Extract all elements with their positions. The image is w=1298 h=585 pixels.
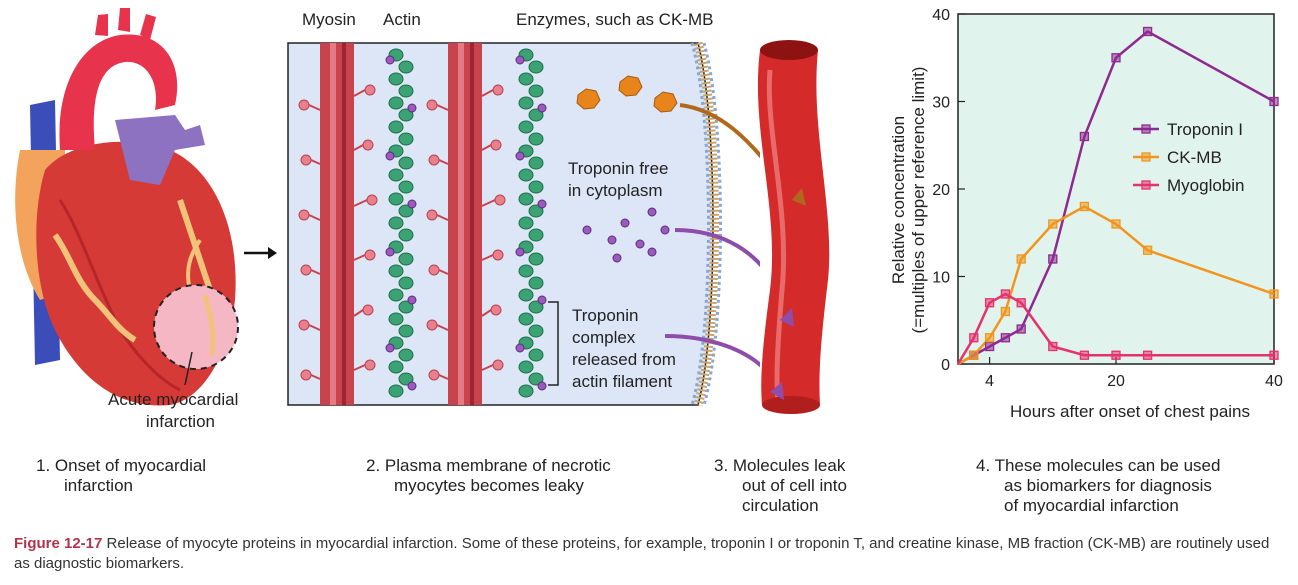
ckmb-molecules	[576, 75, 678, 113]
data-point	[1269, 350, 1279, 360]
data-point	[984, 341, 995, 352]
x-tick-label: 20	[1107, 373, 1125, 390]
data-point	[1142, 350, 1153, 360]
y-tick-label: 40	[932, 7, 950, 24]
legend-swatch-marker	[1141, 152, 1151, 162]
enzymes-label: Enzymes, such as CK-MB	[516, 10, 714, 29]
data-point	[1079, 201, 1090, 212]
troponin-complex-line4: actin filament	[572, 372, 673, 391]
actin-label: Actin	[383, 10, 421, 29]
right-arrow-icon	[244, 247, 277, 259]
data-point	[1048, 254, 1058, 264]
free-troponin-molecules	[582, 207, 670, 263]
cell-illustration	[287, 41, 760, 407]
legend-label: Troponin I	[1167, 120, 1243, 139]
series-line-2	[956, 292, 1274, 365]
legend-swatch-marker	[1141, 180, 1151, 190]
blood-vessel	[757, 40, 830, 414]
troponin-complex-line2: complex	[572, 328, 636, 347]
enzyme-arrow	[679, 103, 760, 159]
data-point	[1016, 298, 1026, 308]
step-1: 1. Onset of myocardial infarction	[36, 456, 206, 496]
data-point	[984, 333, 995, 343]
step-4-line1: 4. These molecules can be used	[976, 456, 1221, 475]
data-point	[969, 350, 979, 360]
y-axis-label-line2: (=multiples of upper reference limit)	[909, 67, 928, 334]
troponin-complex-line1: Troponin	[572, 306, 639, 325]
legend-label: Myoglobin	[1167, 176, 1245, 195]
step-1-line2: infarction	[64, 476, 133, 495]
myosin-filament-1	[320, 43, 354, 405]
data-point	[1016, 254, 1026, 264]
heart-illustration	[15, 8, 239, 406]
x-tick-label: 40	[1265, 373, 1283, 390]
chart-legend: Troponin I CK-MB Myoglobin	[1133, 120, 1245, 195]
legend-label: CK-MB	[1167, 148, 1222, 167]
myosin-filament-2	[448, 43, 482, 405]
figure-number: Figure 12-17	[14, 535, 103, 552]
troponin-free-line2: in cytoplasm	[568, 181, 663, 200]
infarct-label-line1: Acute myocardial	[108, 390, 239, 409]
aorta	[59, 34, 178, 150]
troponin-complex-arrow	[664, 334, 760, 368]
step-3-line1: 3. Molecules leak	[714, 456, 846, 475]
step-4: 4. These molecules can be used as biomar…	[976, 456, 1220, 516]
data-point	[1079, 350, 1090, 360]
step-4-line2: as biomarkers for diagnosis	[1004, 476, 1212, 495]
complex-bracket	[548, 301, 559, 386]
data-point	[984, 298, 995, 308]
step-2-line1: 2. Plasma membrane of necrotic	[366, 456, 611, 475]
caption-text: Release of myocyte proteins in myocardia…	[14, 535, 1270, 572]
y-axis-label-line1: Relative concentration	[889, 116, 908, 284]
data-point	[1111, 350, 1121, 360]
troponin-complex-line3: released from	[572, 350, 676, 369]
troponin-free-line1: Troponin free	[568, 159, 669, 178]
infarct-zone	[154, 285, 238, 369]
step-3-line3: circulation	[742, 496, 819, 515]
series-line-0	[957, 29, 1275, 366]
y-tick-label: 10	[932, 270, 950, 287]
data-point	[1269, 289, 1279, 299]
troponin-free-arrow	[674, 228, 760, 268]
legend-swatch-marker	[1141, 124, 1151, 134]
step-4-line3: of myocardial infarction	[1004, 496, 1179, 515]
figure-caption: Figure 12-17 Release of myocyte proteins…	[14, 534, 1286, 574]
step-3-line2: out of cell into	[742, 476, 847, 495]
data-point	[1000, 306, 1011, 317]
actin-filament-1	[388, 48, 414, 398]
data-point	[1269, 96, 1279, 107]
data-point	[1016, 324, 1026, 334]
data-point	[1048, 341, 1058, 352]
data-point	[1000, 333, 1011, 343]
data-point	[1142, 26, 1153, 37]
infarct-label-line2: infarction	[146, 412, 215, 431]
x-tick-label: 4	[985, 373, 994, 390]
data-point	[1000, 289, 1011, 299]
y-tick-label: 0	[941, 357, 950, 374]
series-line-1	[957, 205, 1275, 366]
data-point	[1079, 131, 1090, 142]
data-point	[1111, 53, 1121, 63]
pulmonary-artery	[115, 115, 205, 185]
data-point	[1111, 219, 1121, 229]
step-2: 2. Plasma membrane of necrotic myocytes …	[366, 456, 611, 496]
myosin-label: Myosin	[302, 10, 356, 29]
data-point	[1048, 219, 1058, 229]
data-point	[969, 333, 979, 343]
step-3: 3. Molecules leak out of cell into circu…	[714, 456, 847, 516]
y-tick-label: 20	[932, 182, 950, 199]
y-tick-label: 30	[932, 95, 950, 112]
step-2-line2: myocytes becomes leaky	[394, 476, 584, 495]
data-point	[1142, 245, 1153, 255]
step-1-line1: 1. Onset of myocardial	[36, 456, 207, 475]
x-axis-label: Hours after onset of chest pains	[1010, 402, 1250, 421]
